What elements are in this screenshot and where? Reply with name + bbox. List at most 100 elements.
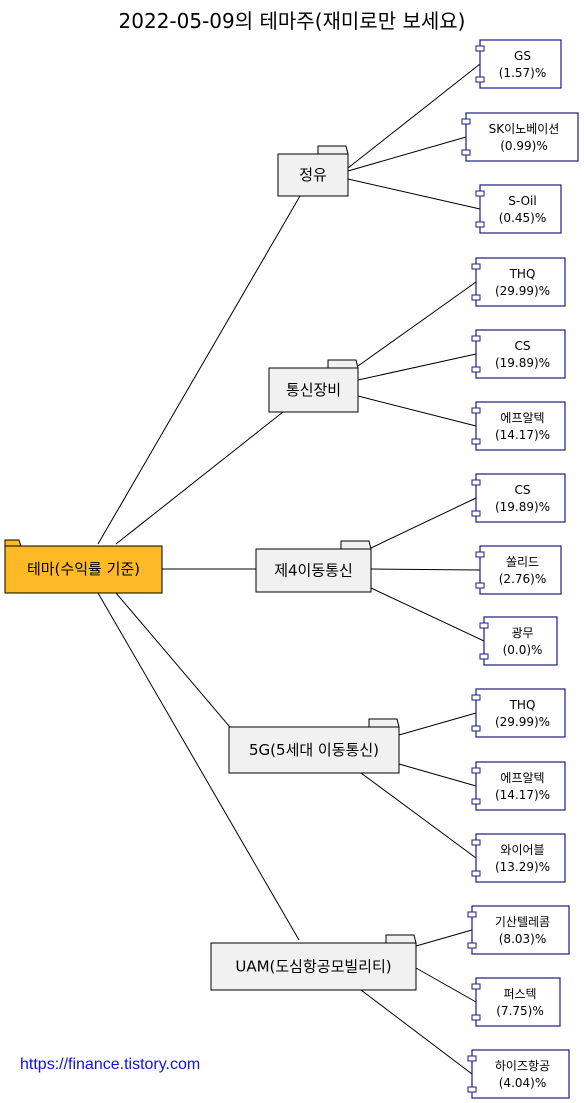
edge-category-to-stock xyxy=(357,281,477,367)
stock-percent: (2.76)% xyxy=(499,572,546,586)
stock-name: 에프알텍 xyxy=(500,771,544,785)
diagram-nodes: 테마(수익률 기준) 정유 GS (1.57)% SK이노베이션 (0.99)% S-Oil… xyxy=(4,39,579,1099)
component-port-icon xyxy=(475,76,485,83)
stock-node-box xyxy=(465,112,579,162)
edge-root-to-category xyxy=(115,411,284,545)
edge-category-to-stock xyxy=(370,587,485,642)
stock-node-box xyxy=(475,833,566,883)
category-node: 통신장비 xyxy=(268,359,359,413)
folder-body xyxy=(228,726,400,774)
component-port-icon xyxy=(475,582,485,589)
edge-root-to-category xyxy=(97,592,300,941)
component-port-icon xyxy=(471,294,481,301)
stock-node: S-Oil (0.45)% xyxy=(475,184,562,234)
stock-node: THQ (29.99)% xyxy=(471,257,566,307)
stock-name: 기산텔레콤 xyxy=(495,915,550,929)
stock-percent: (8.03)% xyxy=(499,932,546,946)
component-port-icon xyxy=(471,694,481,701)
edge-root-to-category xyxy=(97,195,301,545)
component-port-icon xyxy=(471,335,481,342)
stock-node: SK이노베이션 (0.99)% xyxy=(461,112,579,162)
component-port-icon xyxy=(471,725,481,732)
component-port-icon xyxy=(467,942,477,949)
stock-percent: (7.75)% xyxy=(496,1004,543,1018)
folder-tab-icon xyxy=(385,934,417,944)
stock-node: 광무 (0.0)% xyxy=(479,616,558,666)
stock-name: 하이즈항공 xyxy=(495,1059,550,1073)
stock-percent: (19.89)% xyxy=(495,356,550,370)
category-node-label: 정유 xyxy=(299,166,327,184)
stock-name: S-Oil xyxy=(508,194,536,208)
component-port-icon xyxy=(471,1014,481,1021)
stock-name: 쏠리드 xyxy=(506,555,539,569)
stock-percent: (0.99)% xyxy=(500,139,547,153)
component-port-icon xyxy=(475,221,485,228)
folder-body xyxy=(210,942,417,991)
edge-category-to-stock xyxy=(347,63,481,169)
component-port-icon xyxy=(475,45,485,52)
component-port-icon xyxy=(479,653,489,660)
stock-node-box xyxy=(475,473,566,523)
stock-name: 광무 xyxy=(511,626,533,640)
stock-node-box xyxy=(479,184,562,234)
stock-percent: (13.29)% xyxy=(495,860,550,874)
stock-node-box xyxy=(475,977,561,1027)
source-url: https://finance.tistory.com xyxy=(20,1056,200,1073)
folder-body xyxy=(4,545,163,594)
page-title: 2022-05-09의 테마주(재미로만 보세요) xyxy=(119,9,466,33)
stock-name: THQ xyxy=(509,267,536,281)
stock-node: CS(19.89)% xyxy=(471,473,566,523)
component-port-icon xyxy=(471,839,481,846)
stock-node-box xyxy=(475,257,566,307)
component-port-icon xyxy=(471,438,481,445)
folder-tab-icon xyxy=(327,359,359,369)
stock-name: SK이노베이션 xyxy=(489,122,560,136)
edge-category-to-stock xyxy=(415,967,477,1003)
connector-lines xyxy=(97,63,485,1075)
category-node: 제4이동통신 xyxy=(255,540,372,593)
stock-node-box xyxy=(475,761,566,811)
stock-name: GS xyxy=(514,49,531,63)
stock-percent: (4.04)% xyxy=(499,1076,546,1090)
component-port-icon xyxy=(467,1055,477,1062)
stock-node-box xyxy=(475,329,566,379)
stock-name: THQ xyxy=(509,698,536,712)
folder-tab-icon xyxy=(340,540,372,550)
stock-name: CS xyxy=(515,483,531,497)
stock-node: GS (1.57)% xyxy=(475,39,562,89)
edge-category-to-stock xyxy=(360,989,473,1075)
folder-tab-icon xyxy=(4,539,22,547)
folder-body xyxy=(277,153,349,197)
component-port-icon xyxy=(471,798,481,805)
component-port-icon xyxy=(471,870,481,877)
edge-category-to-stock xyxy=(347,178,481,210)
folder-tab-icon xyxy=(317,145,349,155)
stock-node-box xyxy=(475,401,566,451)
stock-percent: (1.57)% xyxy=(499,66,546,80)
edge-category-to-stock xyxy=(415,929,473,947)
category-node-label: 통신장비 xyxy=(286,381,341,399)
component-port-icon xyxy=(461,149,471,156)
root-node-label: 테마(수익률 기준) xyxy=(27,560,140,578)
component-port-icon xyxy=(467,911,477,918)
edge-category-to-stock xyxy=(370,497,477,549)
stock-percent: (0.45)% xyxy=(499,211,546,225)
stock-node-box xyxy=(475,688,566,738)
stock-percent: (0.0)% xyxy=(503,643,543,657)
edge-category-to-stock xyxy=(360,772,477,859)
stock-percent: (29.99)% xyxy=(495,284,550,298)
component-port-icon xyxy=(471,479,481,486)
stock-node-box xyxy=(479,39,562,89)
component-port-icon xyxy=(479,622,489,629)
component-port-icon xyxy=(471,510,481,517)
stock-node: 에프알텍(14.17)% xyxy=(471,401,566,451)
stock-percent: (14.17)% xyxy=(495,788,550,802)
edge-category-to-stock xyxy=(398,763,477,787)
category-node: 정유 xyxy=(277,145,349,197)
stock-node-box xyxy=(483,616,558,666)
component-port-icon xyxy=(471,366,481,373)
category-node-label: 5G(5세대 이동통신) xyxy=(249,741,379,759)
edge-category-to-stock xyxy=(347,136,467,172)
edge-category-to-stock xyxy=(357,353,477,381)
component-port-icon xyxy=(471,983,481,990)
